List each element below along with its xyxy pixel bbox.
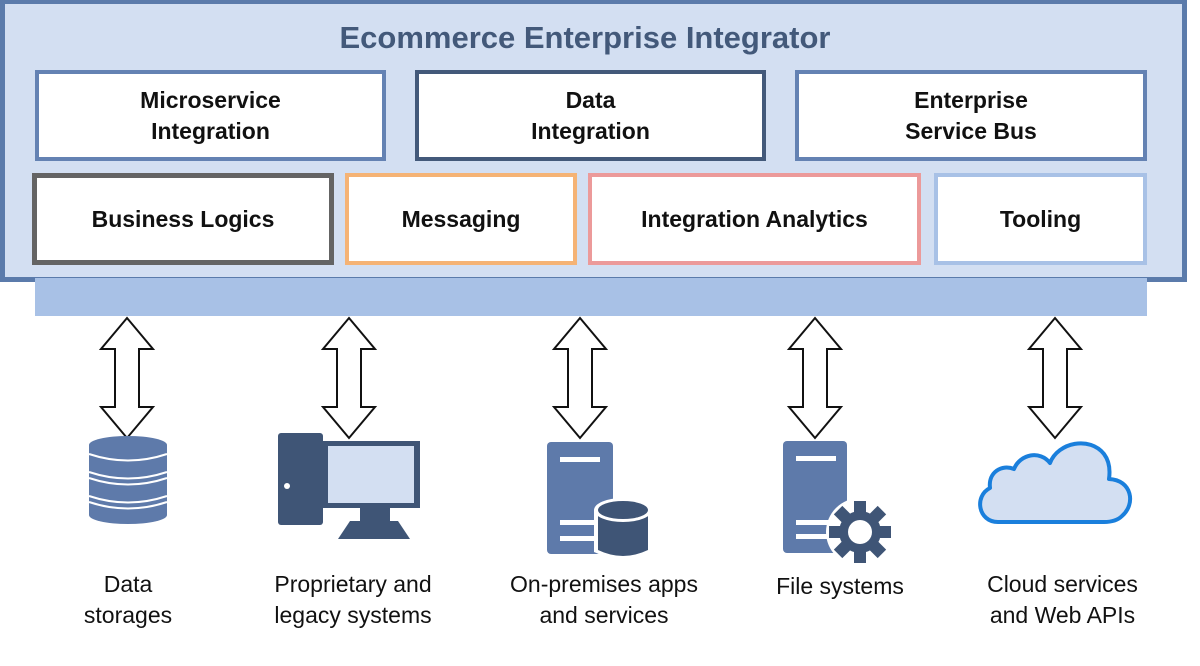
box-line: Microservice	[140, 86, 281, 113]
bidirectional-arrow-icon	[786, 316, 844, 440]
bidirectional-arrow-icon	[551, 316, 609, 440]
label-line: storages	[83, 602, 173, 628]
bidirectional-arrow-icon	[320, 316, 378, 440]
server-gear-icon	[783, 441, 894, 564]
box-line: Enterprise	[914, 86, 1028, 113]
label-line: Cloud services	[987, 571, 1138, 597]
box-line: Service Bus	[905, 117, 1037, 144]
label-line: and Web APIs	[989, 602, 1136, 628]
box-label: Business Logics	[91, 205, 275, 232]
box-line: Integration	[531, 117, 650, 144]
tooling-box: Tooling	[934, 173, 1147, 265]
box-label: Messaging	[401, 205, 521, 232]
system-label-proprietary-legacy: Proprietary and legacy systems	[248, 569, 458, 631]
messaging-box: Messaging	[345, 173, 577, 265]
system-label-file-systems: File systems	[745, 571, 935, 602]
system-label-cloud-services: Cloud services and Web APIs	[960, 569, 1165, 631]
label-line: and services	[539, 602, 669, 628]
integration-bus-band	[35, 278, 1147, 316]
database-icon	[88, 436, 168, 524]
box-line: Integration	[151, 117, 270, 144]
label-line: On-premises apps	[510, 571, 698, 597]
business-logics-box: Business Logics	[32, 173, 334, 265]
label-line: Data	[103, 571, 153, 597]
bidirectional-arrow-icon	[1026, 316, 1084, 440]
server-database-icon	[547, 442, 652, 559]
label-line: File systems	[776, 573, 904, 599]
box-label: Integration Analytics	[641, 205, 868, 232]
box-label: Tooling	[999, 205, 1082, 232]
cloud-icon	[978, 441, 1132, 524]
bidirectional-arrow-icon	[98, 316, 156, 440]
label-line: Proprietary and	[274, 571, 432, 597]
system-label-on-premises: On-premises apps and services	[488, 569, 720, 631]
system-label-data-storages: Data storages	[48, 569, 208, 631]
box-line: Data	[565, 86, 616, 113]
integration-analytics-box: Integration Analytics	[588, 173, 921, 265]
diagram-title: Ecommerce Enterprise Integrator	[339, 20, 831, 55]
desktop-computer-icon	[278, 433, 420, 539]
label-line: legacy systems	[274, 602, 432, 628]
